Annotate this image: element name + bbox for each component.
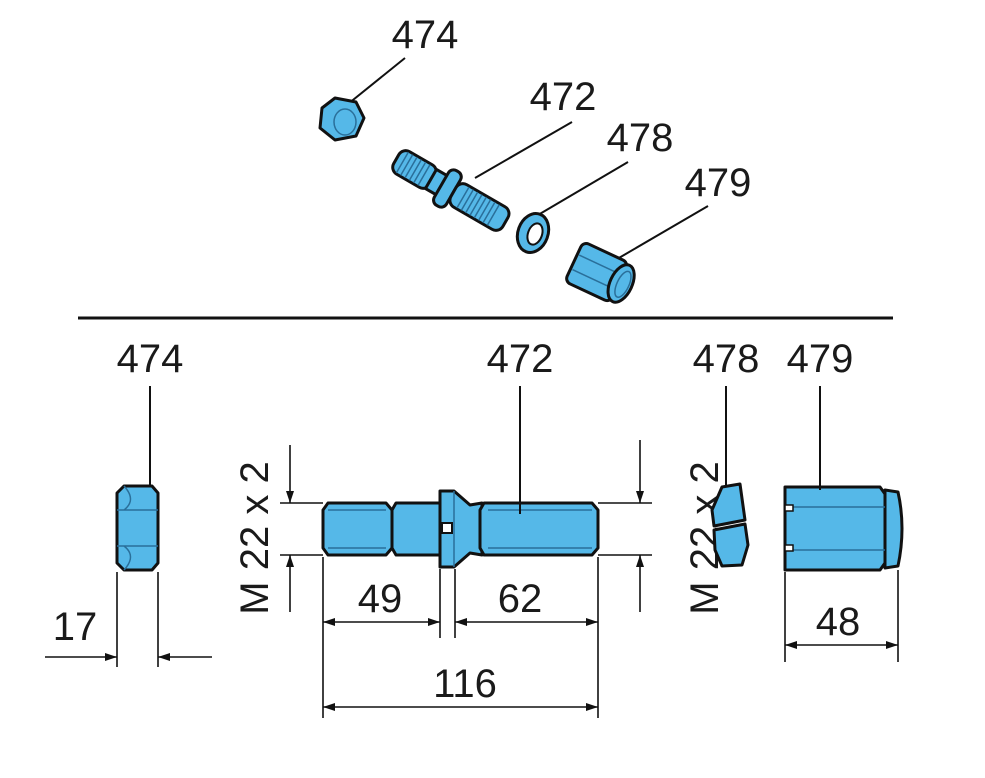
label-474: 474 (117, 337, 184, 381)
dim-m22x2-left: M 22 x 2 (233, 461, 277, 614)
leader-474-top (342, 57, 406, 109)
leader-478-top (537, 161, 629, 216)
label-479: 479 (787, 337, 854, 381)
dim-62: 62 (498, 577, 543, 621)
stud-472-side (321, 489, 600, 569)
leader-479-top (611, 205, 709, 263)
label-478: 478 (693, 337, 760, 381)
cap-nut-479-side (783, 485, 904, 572)
nut-474-side (115, 484, 160, 572)
dim-116: 116 (433, 662, 497, 706)
leader-472-top (474, 121, 573, 179)
label-478-top: 478 (607, 116, 674, 160)
washer-478-side (710, 482, 750, 568)
label-474-top: 474 (392, 13, 459, 57)
dim-17: 17 (53, 605, 98, 649)
stud-472-iso (391, 149, 511, 232)
dimension-view: 474 17 472 M 22 x 2 (45, 337, 904, 718)
nut-474-iso (318, 96, 366, 142)
label-472: 472 (487, 337, 554, 381)
dim-48: 48 (816, 600, 861, 644)
label-479-top: 479 (685, 161, 752, 205)
exploded-view: 474 472 478 479 (318, 13, 752, 304)
cap-nut-479-iso (565, 242, 636, 304)
washer-478-iso (515, 212, 551, 254)
dim-49: 49 (358, 577, 403, 621)
label-472-top: 472 (530, 75, 597, 119)
